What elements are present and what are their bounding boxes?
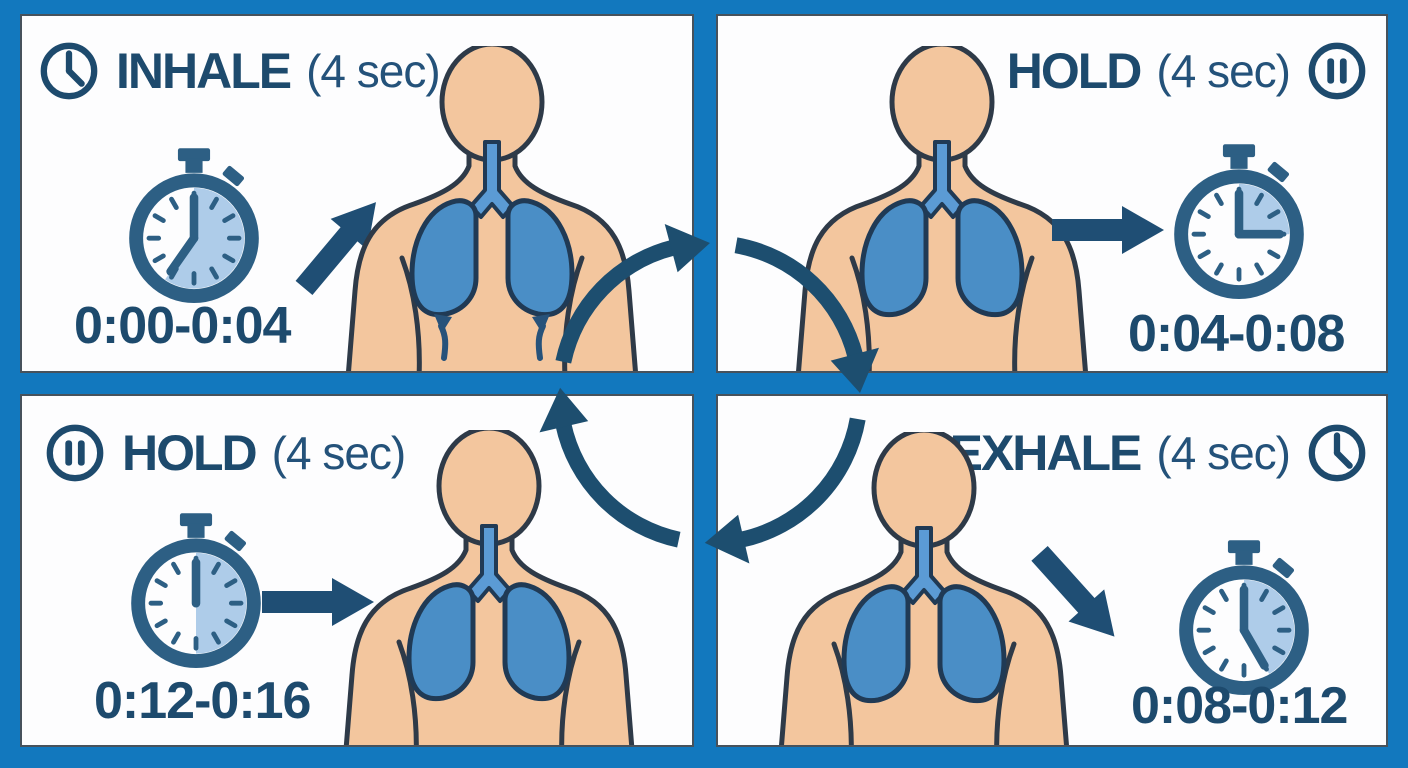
clock-icon (1306, 422, 1368, 484)
panel-exhale-header: EXHALE (4 sec) (950, 422, 1368, 484)
phase-duration: (4 sec) (1156, 45, 1291, 97)
panel-inhale-header: INHALE (4 sec) (38, 40, 441, 102)
clock-icon (38, 40, 100, 102)
human-figure-lungs (342, 46, 642, 373)
phase-duration: (4 sec) (271, 427, 407, 479)
time-range: 0:04-0:08 (1128, 305, 1345, 363)
panel-inhale: INHALE (4 sec) 0:00-0:04 (20, 14, 694, 373)
pause-icon (1306, 40, 1368, 102)
stopwatch-icon (119, 147, 269, 308)
arrow-right-icon (1052, 206, 1164, 254)
phase-duration: (4 sec) (1156, 427, 1291, 479)
panel-hold-2-header: HOLD (4 sec) (44, 422, 407, 484)
pause-icon (44, 422, 106, 484)
panel-hold-2: HOLD (4 sec) 0:12-0:16 (20, 394, 694, 747)
time-range: 0:00-0:04 (74, 297, 291, 355)
panel-hold-1-header: HOLD (4 sec) (1007, 40, 1368, 102)
panel-exhale: EXHALE (4 sec) 0:08-0:12 (716, 394, 1388, 747)
time-range: 0:08-0:12 (1131, 677, 1348, 735)
phase-duration: (4 sec) (306, 45, 441, 97)
stopwatch-icon (1169, 539, 1319, 700)
phase-label: HOLD (1006, 43, 1143, 99)
stopwatch-icon (1164, 143, 1314, 304)
phase-label: HOLD (122, 425, 258, 481)
phase-label: INHALE (116, 43, 292, 99)
phase-label: EXHALE (949, 425, 1143, 481)
time-range: 0:12-0:16 (94, 672, 311, 730)
cycle-arrows-icon (539, 224, 879, 564)
stopwatch-icon (121, 512, 271, 673)
